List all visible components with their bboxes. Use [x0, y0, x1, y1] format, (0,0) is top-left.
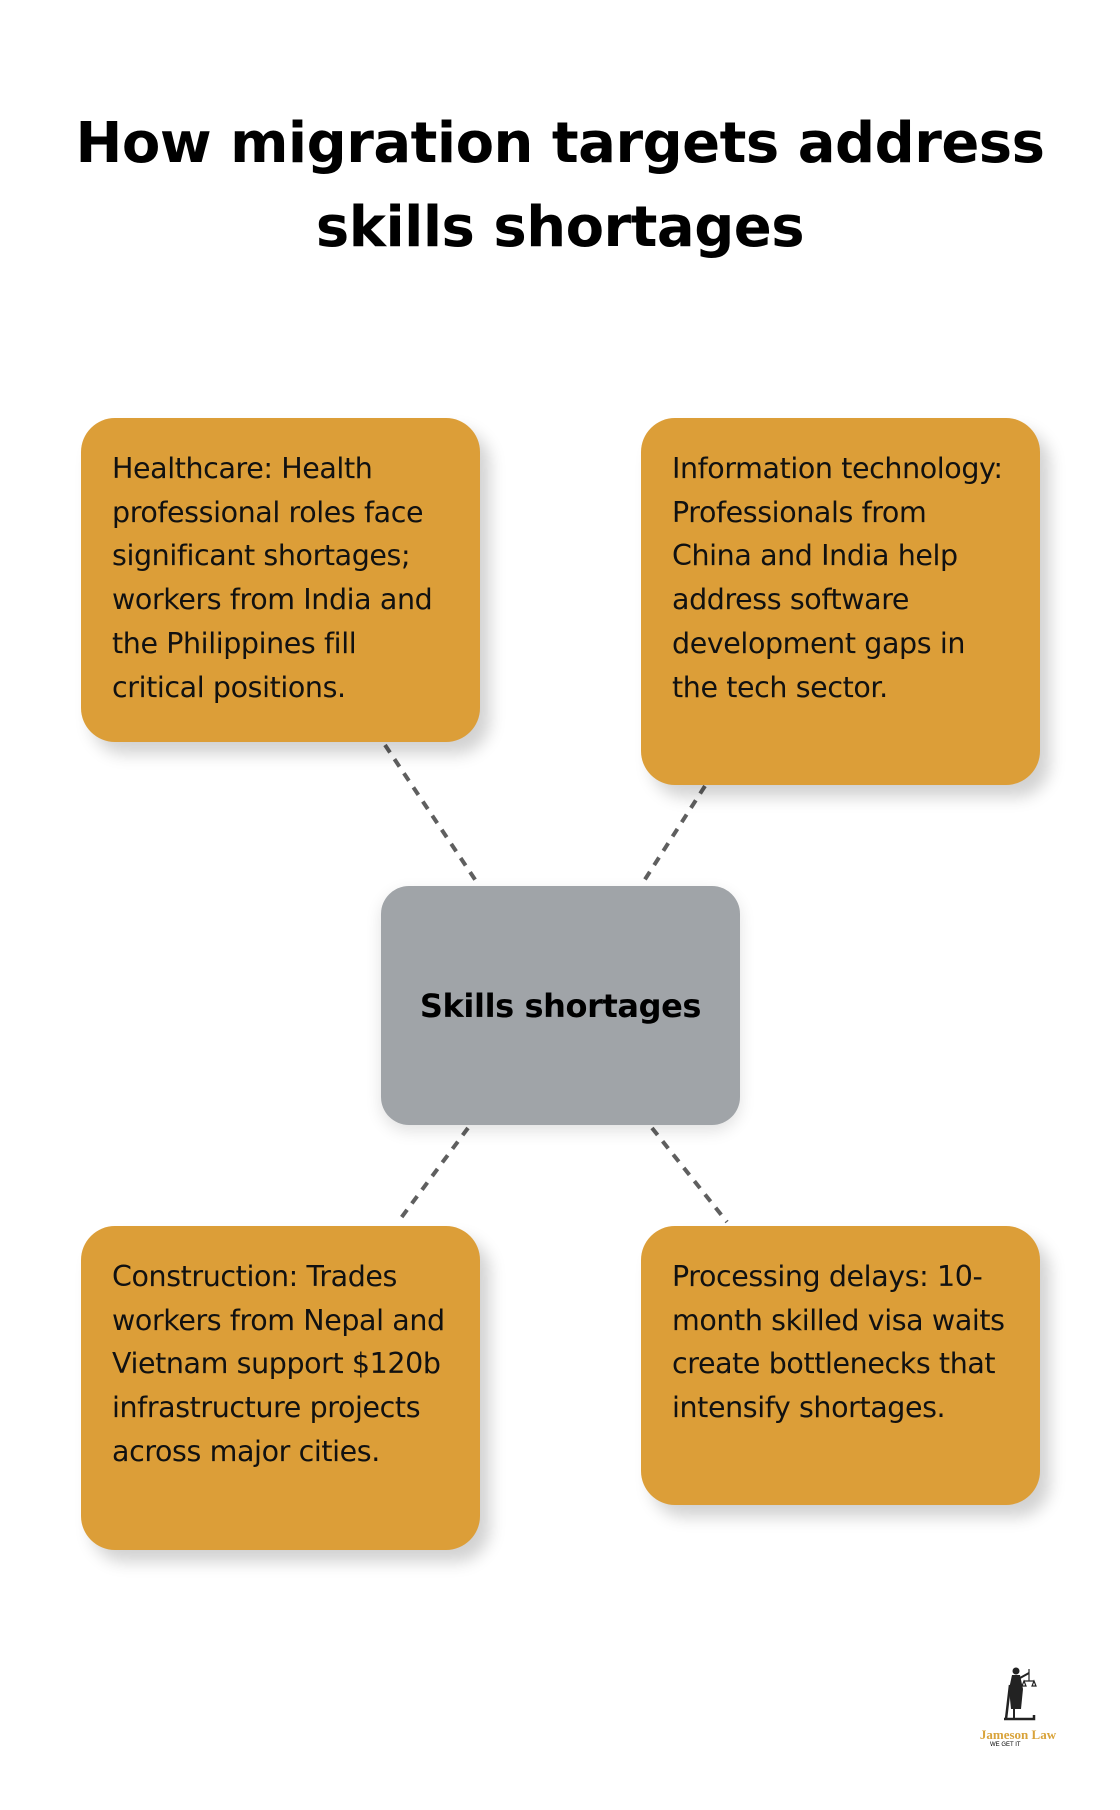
center-label: Skills shortages	[419, 986, 702, 1025]
card-text: Processing delays: 10-month skilled visa…	[672, 1260, 1005, 1425]
center-node-skills-shortages: Skills shortages	[381, 886, 740, 1125]
logo-tagline: WE GET IT	[990, 1742, 1021, 1748]
title-line-2: skills shortages	[315, 195, 805, 260]
title-line-1: How migration targets address	[75, 111, 1045, 176]
connector-it	[640, 784, 707, 886]
lady-justice-icon	[1004, 1667, 1037, 1721]
logo-name: Jameson Law	[979, 1727, 1057, 1742]
connector-construction	[396, 1126, 470, 1224]
card-processing-delays: Processing delays: 10-month skilled visa…	[641, 1226, 1040, 1505]
page-title: How migration targets address skills sho…	[0, 102, 1120, 270]
card-text: Healthcare: Health professional roles fa…	[112, 452, 433, 704]
connector-healthcare	[383, 743, 480, 886]
card-healthcare: Healthcare: Health professional roles fa…	[81, 418, 480, 742]
card-text: Information technology: Professionals fr…	[672, 452, 1003, 704]
brand-logo: Jameson Law WE GET IT	[968, 1665, 1068, 1749]
card-information-technology: Information technology: Professionals fr…	[641, 418, 1040, 785]
connector-processing	[650, 1126, 729, 1224]
card-text: Construction: Trades workers from Nepal …	[112, 1260, 445, 1468]
card-construction: Construction: Trades workers from Nepal …	[81, 1226, 480, 1550]
